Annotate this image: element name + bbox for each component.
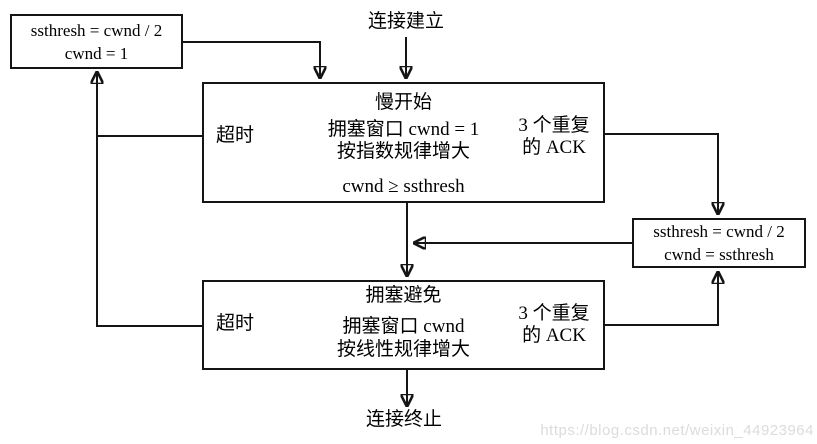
slow-start-body-line2: 按指数规律增大 (336, 141, 470, 162)
edge-reset-to-slow-start (183, 41, 320, 77)
slow-start-ack-line2: 的 ACK (522, 137, 586, 158)
slow-start-box: 慢开始 拥塞窗口 cwnd = 1 按指数规律增大 cwnd ≥ ssthres… (202, 82, 605, 203)
label-connection-established: 连接建立 (368, 11, 445, 32)
congestion-avoidance-box: 拥塞避免 拥塞窗口 cwnd 按线性规律增大 超时 3 个重复 的 ACK (202, 280, 605, 370)
congestion-avoidance-ack-label: 3 个重复 的 ACK (511, 303, 597, 347)
congestion-avoidance-title: 拥塞避免 (365, 285, 442, 306)
slow-start-ack-label: 3 个重复 的 ACK (511, 115, 597, 159)
adjust-box-line2: cwnd = ssthresh (664, 245, 774, 264)
slow-start-body-line1: 拥塞窗口 cwnd = 1 (327, 119, 480, 140)
congestion-avoidance-body-line2: 按线性规律增大 (336, 339, 470, 360)
slow-start-timeout-label: 超时 (216, 125, 255, 146)
slow-start-condition: cwnd ≥ ssthresh (342, 176, 465, 197)
congestion-avoidance-ack-line2: 的 ACK (522, 325, 586, 346)
reset-box-line1: ssthresh = cwnd / 2 (30, 20, 163, 40)
watermark-url: https://blog.csdn.net/weixin_44923964 (540, 422, 814, 439)
reset-box: ssthresh = cwnd / 2 cwnd = 1 (10, 14, 183, 69)
adjust-box: ssthresh = cwnd / 2 cwnd = ssthresh (632, 218, 806, 268)
slow-start-ack-line1: 3 个重复 (518, 115, 590, 136)
edge-ack-slow-start-to-adjust (604, 133, 718, 213)
edge-timeout-congestion-avoidance (97, 73, 202, 327)
label-connection-terminated: 连接终止 (366, 409, 443, 430)
reset-box-line2: cwnd = 1 (64, 43, 129, 63)
congestion-avoidance-body-line1: 拥塞窗口 cwnd (342, 316, 465, 337)
edge-ack-congestion-avoidance-to-adjust (605, 273, 718, 326)
congestion-avoidance-ack-line1: 3 个重复 (518, 303, 590, 324)
adjust-box-line1: ssthresh = cwnd / 2 (653, 222, 785, 241)
slow-start-title: 慢开始 (374, 92, 432, 113)
congestion-avoidance-timeout-label: 超时 (216, 313, 255, 334)
